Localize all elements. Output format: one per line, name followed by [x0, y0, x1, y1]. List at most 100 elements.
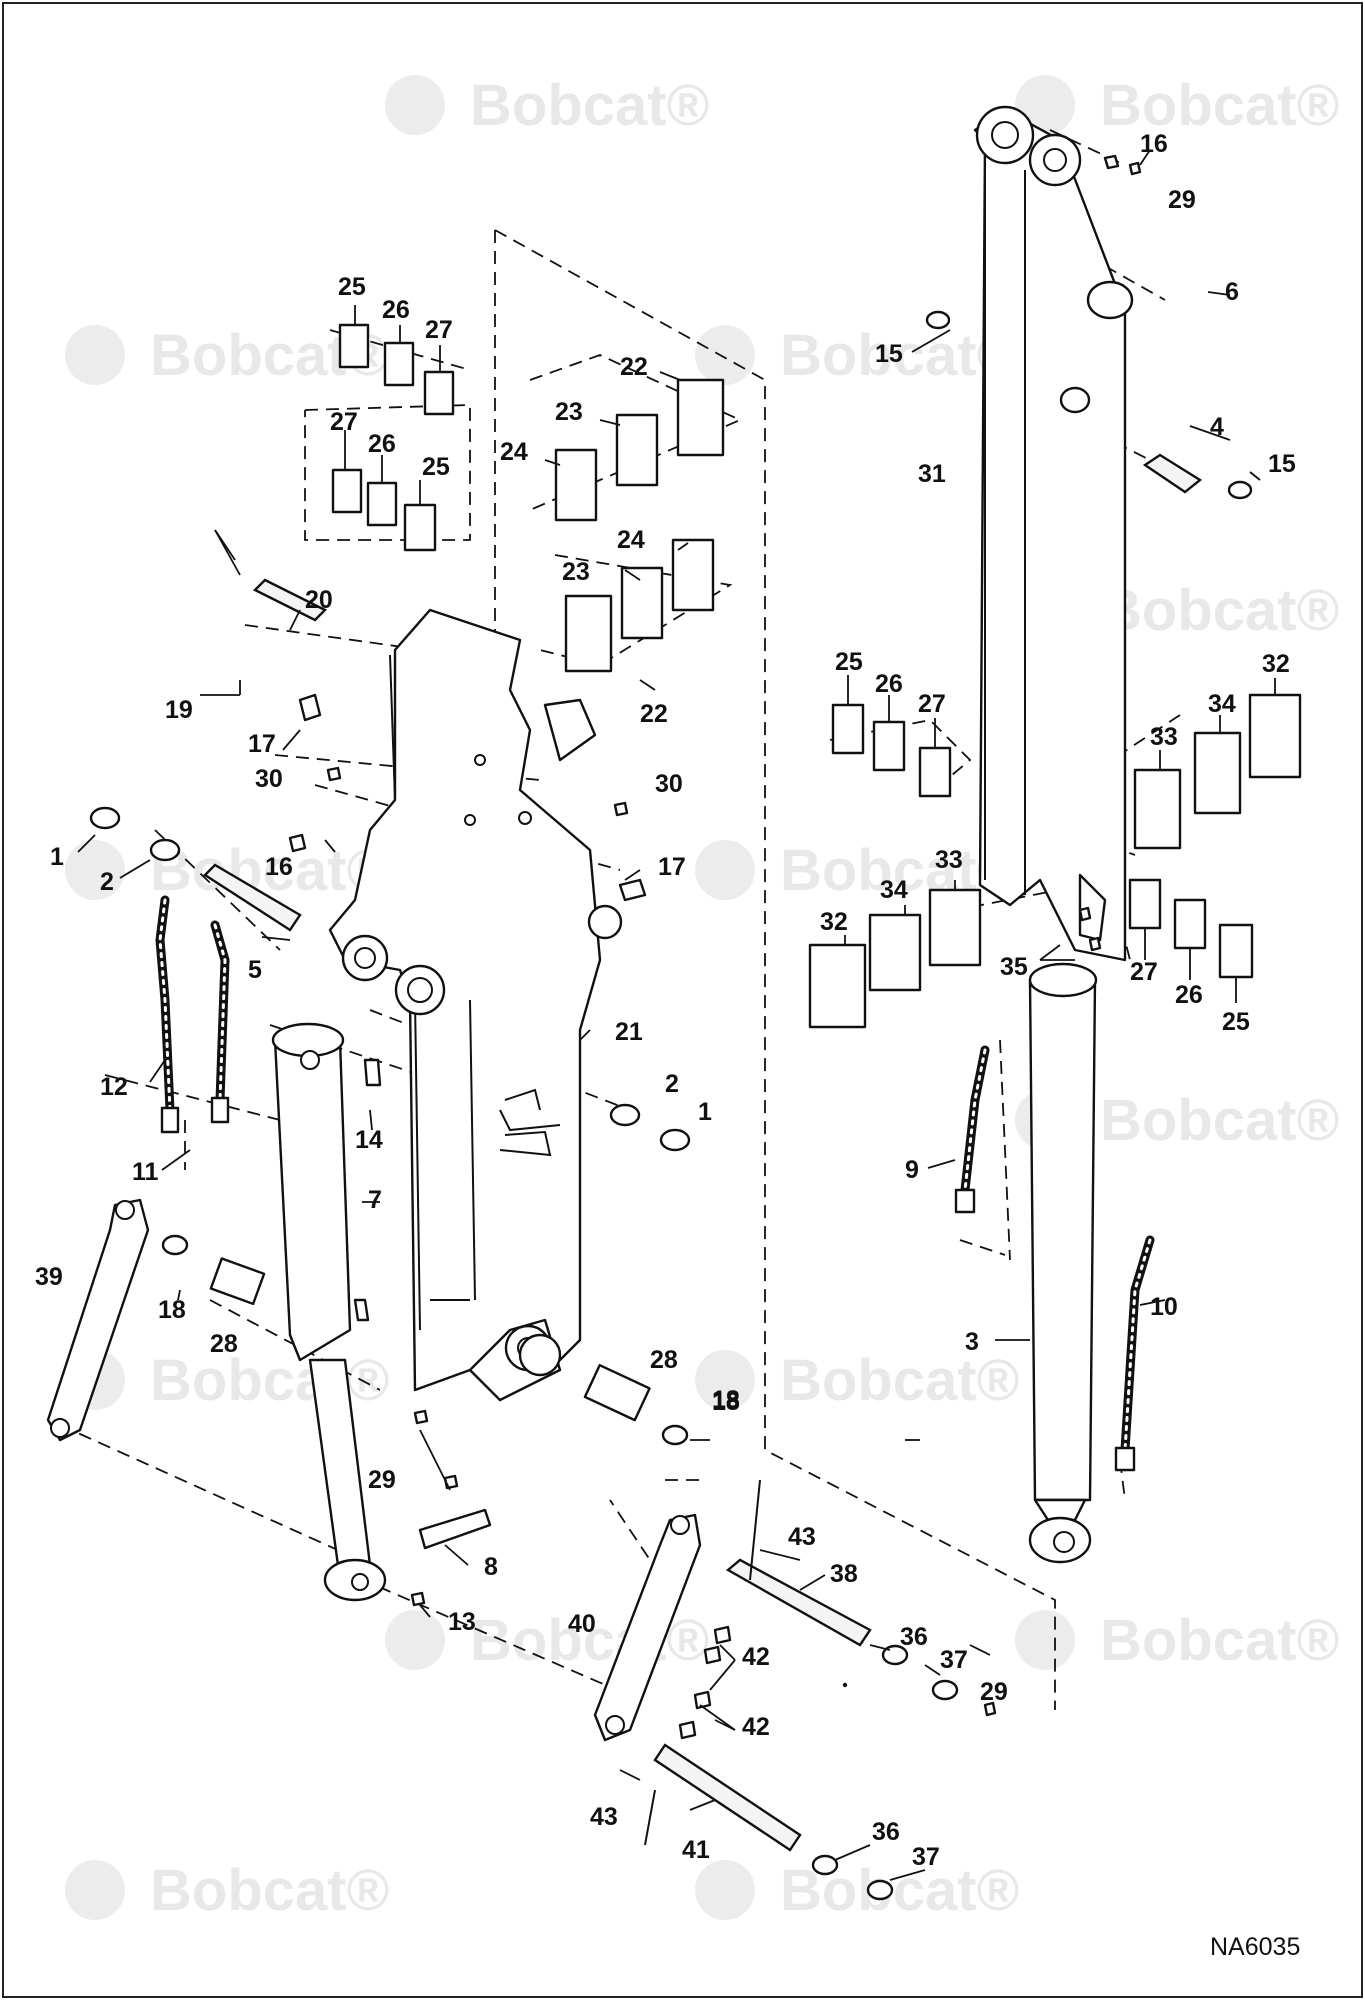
- callout-number: 2: [665, 1070, 679, 1098]
- callout-number: 43: [788, 1523, 816, 1551]
- callout-number: 11: [132, 1158, 159, 1186]
- watermark-logo-icon: [695, 325, 755, 385]
- callout-number: 15: [875, 340, 903, 368]
- callout-number: 13: [448, 1608, 476, 1636]
- callout-number: 5: [248, 956, 262, 984]
- watermark-text: Bobcat®: [150, 1348, 389, 1413]
- callout-number: 17: [658, 853, 686, 881]
- callout-number: 2: [100, 868, 114, 896]
- callout-number: 32: [1262, 650, 1290, 678]
- watermark-logo-icon: [65, 325, 125, 385]
- callout-number: 32: [820, 908, 848, 936]
- callout-number: 34: [880, 876, 908, 904]
- callout-number: 23: [562, 558, 590, 586]
- callout-number: 24: [617, 526, 645, 554]
- callout-number: 37: [912, 1843, 940, 1871]
- watermark-text: Bobcat®: [780, 323, 1019, 388]
- callout-number: 24: [500, 438, 528, 466]
- wear-pads: [331, 323, 1302, 1029]
- watermark-logo-icon: [695, 1860, 755, 1920]
- watermark-text: Bobcat®: [1100, 73, 1339, 138]
- callout-number: 25: [338, 273, 366, 301]
- watermark-logo-icon: [695, 1350, 755, 1410]
- watermark-logo-icon: [65, 1860, 125, 1920]
- hardware: [288, 154, 1142, 1740]
- callout-number: 21: [615, 1018, 643, 1046]
- callout-number: 3: [965, 1328, 979, 1356]
- watermark-text: Bobcat®: [1100, 578, 1339, 643]
- callout-number: 35: [1000, 953, 1028, 981]
- callout-number: 27: [425, 316, 453, 344]
- callout-number: 28: [210, 1330, 238, 1358]
- watermark-text: Bobcat®: [780, 1348, 1019, 1413]
- watermark-logo-icon: [385, 75, 445, 135]
- callout-number: 1: [698, 1098, 712, 1126]
- callout-number: 14: [355, 1126, 383, 1154]
- callout-number: 18: [712, 1388, 740, 1416]
- watermark-text: Bobcat®: [1100, 1608, 1339, 1673]
- arm-cylinder: [1028, 962, 1098, 1564]
- callout-number: 29: [980, 1678, 1008, 1706]
- callout-number: 9: [905, 1156, 919, 1184]
- callout-number: 33: [1150, 723, 1178, 751]
- callout-number: 25: [835, 648, 863, 676]
- watermark-layer: Bobcat® Bobcat® Bobcat® Bobcat® Bobcat® Bobca…: [65, 73, 1339, 1923]
- callout-number: 42: [742, 1643, 770, 1671]
- callout-leaders: [77, 149, 1276, 1881]
- callout-number: 6: [1225, 278, 1239, 306]
- callout-number: 39: [35, 1263, 63, 1291]
- callout-number: 1: [50, 843, 64, 871]
- callout-number: 18: [158, 1296, 186, 1324]
- callout-number: 41: [682, 1836, 710, 1864]
- callout-number: 27: [330, 408, 358, 436]
- callout-number: 33: [935, 846, 963, 874]
- watermark-logo-icon: [385, 1610, 445, 1670]
- callout-number: 16: [1140, 130, 1168, 158]
- callout-number: 28: [650, 1346, 678, 1374]
- callout-number: 37: [940, 1646, 968, 1674]
- callout-number: 27: [1130, 958, 1158, 986]
- callout-number: 26: [368, 430, 396, 458]
- callout-number: 27: [918, 690, 946, 718]
- callout-number: 43: [590, 1803, 618, 1831]
- callout-number: 29: [1168, 186, 1196, 214]
- boom-assembly: [328, 608, 623, 1402]
- callout-number: 30: [655, 770, 683, 798]
- callout-number: 40: [568, 1610, 596, 1638]
- callout-number: 16: [265, 853, 293, 881]
- callout-number: 18: [712, 1386, 740, 1414]
- callout-number: 29: [368, 1466, 396, 1494]
- callout-number: 34: [1208, 690, 1236, 718]
- callout-number: 4: [1210, 413, 1224, 441]
- callout-number: 12: [100, 1073, 128, 1101]
- figure-id: NA6035: [1210, 1933, 1300, 1961]
- callout-number: 23: [555, 398, 583, 426]
- boom-cylinder: [271, 1022, 387, 1602]
- callout-number: 36: [872, 1818, 900, 1846]
- callout-labels: 1212345678910111213141515161617171818192…: [35, 130, 1296, 1871]
- callout-number: 17: [248, 730, 276, 758]
- links-and-pins: [46, 310, 1253, 1901]
- watermark-text: Bobcat®: [1100, 1088, 1339, 1153]
- watermark-logo-icon: [1015, 1610, 1075, 1670]
- arm-assembly: [973, 105, 1134, 962]
- callout-number: 42: [742, 1713, 770, 1741]
- hydraulic-hoses: [155, 895, 1155, 1472]
- callout-number: 26: [382, 296, 410, 324]
- watermark-logo-icon: [65, 840, 125, 900]
- callout-number: 7: [368, 1186, 382, 1214]
- callout-number: 22: [640, 700, 668, 728]
- callout-number: 22: [620, 353, 648, 381]
- callout-number: 10: [1150, 1293, 1178, 1321]
- callout-number: 25: [422, 453, 450, 481]
- callout-number: 20: [305, 586, 333, 614]
- callout-number: 26: [875, 670, 903, 698]
- watermark-logo-icon: [695, 840, 755, 900]
- watermark-text: Bobcat®: [150, 838, 389, 903]
- callout-number: 25: [1222, 1008, 1250, 1036]
- callout-number: 19: [165, 696, 193, 724]
- watermark-text: Bobcat®: [150, 1858, 389, 1923]
